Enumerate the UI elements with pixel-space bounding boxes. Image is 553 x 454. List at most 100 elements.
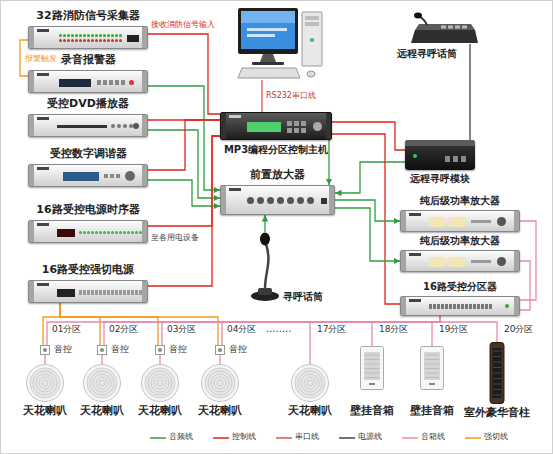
computer-illustration: [260, 54, 276, 62]
grille-slat: [493, 367, 501, 368]
connector: [222, 316, 440, 345]
legend-sample: [402, 434, 418, 442]
rack-ear: [142, 221, 147, 242]
connector: [335, 208, 400, 261]
computer-illustration: [238, 68, 300, 78]
brand-logo: [409, 253, 421, 256]
vu-meter: [449, 257, 465, 267]
indicator-led: [103, 39, 106, 42]
indicator-led: [79, 231, 82, 234]
speaker-grille: [87, 368, 117, 398]
connector: [148, 136, 220, 286]
device-label: 纯后级功率放大器: [420, 235, 500, 246]
zone-button: [489, 304, 492, 309]
paging-console: [405, 12, 478, 44]
zone-button: [473, 304, 476, 309]
indicator-led: [111, 124, 115, 128]
indicator-led: [67, 39, 70, 42]
speaker-grille: [145, 368, 175, 398]
indicator-led: [287, 197, 294, 204]
indicator-led: [119, 39, 122, 42]
grille-slat: [493, 395, 501, 396]
device-label: 远程寻呼话筒: [397, 48, 457, 59]
button: [115, 80, 119, 85]
grille-ring: [301, 374, 319, 392]
rack-ear: [142, 115, 147, 136]
speaker-rim: [84, 365, 121, 402]
connector: [148, 86, 220, 190]
console-key: [462, 26, 467, 29]
device-label: 壁挂音箱: [410, 405, 454, 417]
indicator-led: [257, 197, 264, 204]
computer-illustration: [241, 11, 295, 23]
vent: [471, 260, 491, 263]
connector-port: [445, 156, 450, 162]
wall-speaker: [360, 346, 384, 390]
indicator-led: [79, 39, 82, 42]
grille-slat: [493, 378, 501, 379]
zone-button: [465, 304, 468, 309]
console-body: [411, 30, 478, 43]
rack-device: 16路受控强切电源: [28, 280, 148, 303]
grille-ring: [39, 377, 51, 389]
indicator-led: [100, 348, 104, 352]
switch: [127, 290, 130, 295]
grille-ring: [217, 380, 223, 386]
brand-logo: [409, 299, 421, 302]
indicator-led: [497, 217, 506, 226]
indicator-led: [277, 197, 284, 204]
display: [127, 35, 139, 42]
vu-meter: [449, 217, 465, 227]
ceiling-speaker: 天花喇叭: [141, 364, 179, 402]
rack-ear: [142, 281, 147, 302]
legend-text: 串口线: [295, 433, 319, 442]
indicator-led: [91, 34, 94, 37]
ceiling-speaker: 天花喇叭: [201, 364, 239, 402]
zone-button: [453, 304, 456, 309]
annotation-label: 04分区: [227, 325, 256, 335]
paging-mic: 寻呼话筒: [250, 232, 280, 302]
device-label: 寻呼话筒: [283, 291, 323, 302]
grille-slat: [365, 364, 379, 365]
annotation-label: 17分区: [317, 325, 346, 335]
indicator-led: [95, 39, 98, 42]
rack-ear: [29, 221, 34, 242]
rack-ear: [329, 186, 334, 214]
rack-device: 受控DVD播放器: [28, 114, 148, 137]
grille-ring: [93, 374, 111, 392]
vent: [471, 220, 491, 223]
grille-ring: [90, 371, 114, 395]
speaker-grille: [424, 352, 440, 380]
mic-base: [258, 288, 272, 295]
switch: [131, 290, 134, 295]
legend-sample: [213, 434, 229, 442]
speaker-grille: [205, 368, 235, 398]
zone-button: [429, 304, 432, 309]
brand-logo: [37, 29, 49, 32]
indicator-led: [87, 39, 90, 42]
connector: [440, 316, 497, 342]
rack-ear: [142, 165, 147, 186]
grille-slat: [425, 373, 439, 374]
annotation-label: RS232串口线: [266, 92, 316, 101]
connector: [60, 303, 100, 345]
rack-ear: [29, 115, 34, 136]
rack-device: 纯后级功率放大器: [400, 250, 520, 272]
device-label: 室外豪华音柱: [464, 407, 530, 419]
legend-line: [213, 437, 229, 439]
indicator-led: [158, 348, 162, 352]
zone-button: [485, 304, 488, 309]
indicator-led: [123, 124, 127, 128]
button: [103, 80, 107, 85]
computer-illustration: [247, 28, 287, 31]
indicator-led: [497, 257, 506, 266]
device-label: 受控数字调谐器: [50, 148, 127, 160]
indicator-led: [59, 39, 62, 42]
computer-illustration: [238, 8, 322, 78]
annotation-label: 01分区: [52, 325, 81, 335]
legend-line: [465, 437, 481, 439]
indicator-led: [75, 34, 78, 37]
